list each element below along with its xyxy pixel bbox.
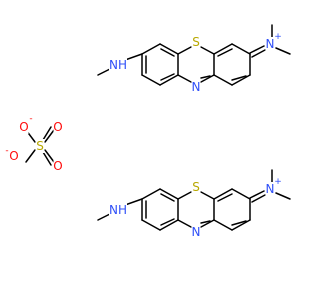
cation-1-double-bond <box>200 75 211 79</box>
cation-2-bond <box>141 188 161 200</box>
cation-2-positive-charge: + <box>274 177 282 187</box>
cation-2-bond <box>249 190 265 199</box>
sulfate-oxygen-bottom-right-label: O <box>53 159 62 173</box>
sulfate-oxygen-bottom-left-charge: - <box>5 146 8 156</box>
cation-1-bond <box>213 43 233 55</box>
cation-1-double-bond <box>231 75 247 81</box>
cation-2-bond <box>124 198 143 206</box>
cation-2-ring-nitrogen-label-background <box>191 225 201 239</box>
cation-2-bond <box>231 219 251 231</box>
cation-2-amine-label-background <box>109 203 127 217</box>
sulfate-sulfur-label-background <box>35 139 45 153</box>
sulfate-bond-bottom-right <box>44 149 55 163</box>
cation-2-iminium-nitrogen-label: N <box>266 182 275 196</box>
cation-1-methyl-bond <box>275 47 291 55</box>
cation-1-bond <box>124 53 143 61</box>
cation-1-ring-nitrogen-label-background <box>191 80 201 94</box>
sulfate-oxygen-top-right-label-background <box>53 120 63 134</box>
cation-1-positive-charge: + <box>274 32 282 42</box>
cation-1-bond <box>177 74 192 83</box>
cation-2-bond <box>213 219 233 231</box>
cation-2-bond <box>159 188 179 200</box>
cation-1-methyl-bond <box>97 68 111 76</box>
cation-1-bond <box>200 74 215 83</box>
sulfate-sulfur-label: S <box>36 139 44 153</box>
cation-2-double-bond <box>217 193 233 202</box>
cation-1-bond <box>141 74 161 86</box>
cation-1-double-bond <box>160 73 175 81</box>
sulfate-bond-bottom-left <box>25 149 36 163</box>
cation-1-bond <box>231 43 251 55</box>
cation-2-iminium-nitrogen-label-background <box>265 182 275 196</box>
cation-2-methyl-bond <box>275 192 291 200</box>
cation-2-bond <box>213 188 233 200</box>
sulfate-oxygen-top-left-label-background <box>19 120 29 134</box>
cation-1-amine-label: NH <box>109 58 127 72</box>
cation-2-sulfur-label-background <box>191 180 201 194</box>
cation-1-bond <box>159 43 179 55</box>
cation-1-sulfur-label: S <box>192 35 200 49</box>
cation-1-bond <box>177 46 192 55</box>
cation-1-double-bond <box>251 49 266 58</box>
cation-2-methyl-bond <box>97 213 111 221</box>
cation-2-bond <box>200 191 215 200</box>
cation-2-sulfur-label: S <box>192 180 200 194</box>
cation-1-double-bond <box>217 48 233 57</box>
cation-2-double-bond <box>160 193 175 202</box>
cation-2-double-bond <box>200 220 211 224</box>
sulfate-oxygen-top-right-label: O <box>53 120 62 134</box>
cation-1-iminium-nitrogen-label: N <box>266 37 275 51</box>
cation-2-bond <box>141 219 161 231</box>
sulfate-bond-top-right <box>44 129 55 143</box>
cation-2-bond <box>177 191 192 200</box>
cation-2-bond <box>200 219 215 228</box>
cation-2-ring-nitrogen-label: N <box>192 225 201 239</box>
cation-2-double-bond <box>251 194 266 203</box>
cation-2-bond <box>177 219 192 228</box>
cation-1-iminium-nitrogen-label-background <box>265 37 275 51</box>
cation-2-double-bond <box>231 220 247 226</box>
cation-1-bond <box>141 43 161 55</box>
cation-1-bond <box>249 45 265 54</box>
cation-2-bond <box>159 219 179 231</box>
cation-1-bond <box>200 46 215 55</box>
sulfate-double-bond-bottom-right <box>42 151 52 166</box>
sulfate-oxygen-top-left-charge: - <box>29 114 32 124</box>
cation-2-double-bond <box>160 218 175 226</box>
sulfate-oxygen-bottom-left-label: O <box>9 149 18 163</box>
cation-1-bond <box>231 74 251 86</box>
bond-layer <box>25 24 291 231</box>
cation-1-sulfur-label-background <box>191 35 201 49</box>
sulfate-oxygen-bottom-left-label-background <box>9 149 19 163</box>
sulfate-double-bond-top-right <box>42 126 52 141</box>
sulfate-oxygen-top-left-label: O <box>19 120 28 134</box>
cation-2-amine-label: NH <box>109 203 127 217</box>
cation-1-ring-nitrogen-label: N <box>192 80 201 94</box>
cation-1-bond <box>213 74 233 86</box>
cation-1-amine-label-background <box>109 58 127 72</box>
cation-2-bond <box>231 188 251 200</box>
cation-1-double-bond <box>160 48 175 57</box>
cation-1-bond <box>159 74 179 86</box>
sulfate-oxygen-bottom-right-label-background <box>53 159 63 173</box>
